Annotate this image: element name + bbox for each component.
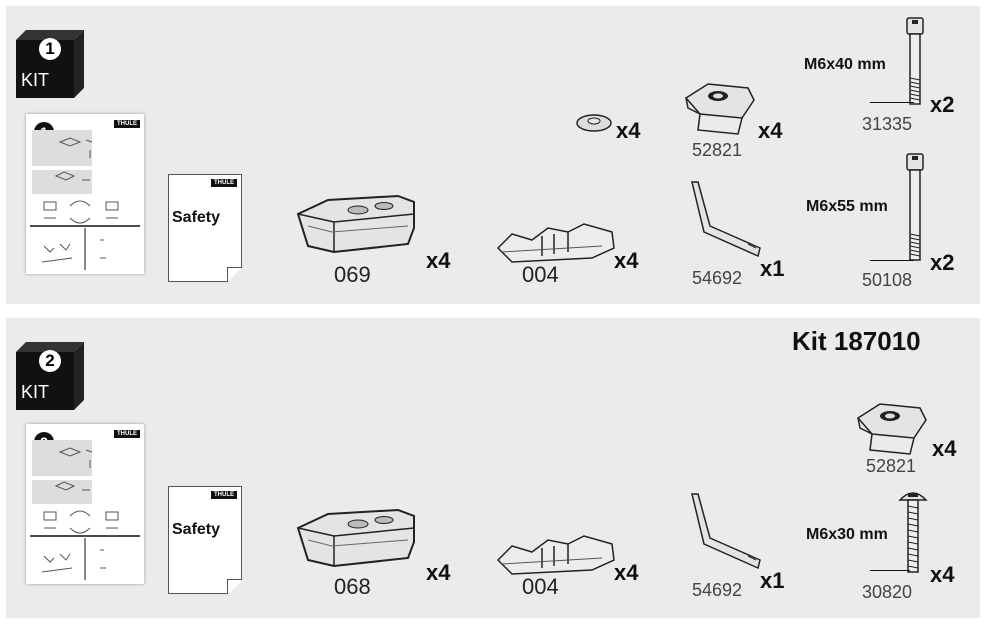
thule-logo: THULE <box>114 120 140 128</box>
kit-label: KIT <box>21 382 50 402</box>
thule-logo: THULE <box>211 491 237 499</box>
thule-logo: THULE <box>114 430 140 438</box>
instruction-booklet: 2 THULE <box>26 424 144 584</box>
bolt-m6x30-icon <box>898 492 928 573</box>
clip-nut-52821-icon <box>856 403 927 455</box>
kit-number: 2 <box>39 350 61 372</box>
allen-key-icon <box>691 181 761 258</box>
part-qty-004: x4 <box>614 248 639 273</box>
part-qty-54692: x1 <box>760 568 785 593</box>
leader-line <box>870 570 910 571</box>
washer-icon <box>576 114 612 132</box>
part-code-069: 069 <box>334 262 371 287</box>
page-curl-icon <box>227 579 242 594</box>
safety-label: Safety <box>172 209 221 226</box>
part-code-50108: 50108 <box>862 270 913 290</box>
allen-key-icon <box>691 493 761 570</box>
part-qty-washer: x4 <box>616 118 641 143</box>
bolt-dimension-50108: M6x55 mm <box>806 198 888 215</box>
safety-leaflet: THULE Safety <box>168 486 242 594</box>
part-code-004: 004 <box>522 574 559 599</box>
part-code-54692: 54692 <box>692 268 743 288</box>
bracket-004-icon <box>496 535 615 575</box>
leader-line <box>870 260 914 261</box>
leader-line <box>870 102 914 103</box>
part-qty-30820: x4 <box>930 562 955 587</box>
part-qty-31335: x2 <box>930 92 955 117</box>
part-code-30820: 30820 <box>862 582 913 602</box>
bolt-m6x40-icon <box>906 17 924 105</box>
part-code-52821: 52821 <box>866 456 917 476</box>
bolt-m6x55-icon <box>906 153 924 261</box>
bolt-dimension-30820: M6x30 mm <box>806 526 888 543</box>
foot-pad-068-icon <box>296 508 415 568</box>
safety-leaflet: THULE Safety <box>168 174 242 282</box>
booklet-diagram-icon <box>30 130 140 270</box>
kit-label: KIT <box>21 70 50 90</box>
clip-nut-52821-icon <box>684 83 755 135</box>
part-qty-52821: x4 <box>758 118 783 143</box>
thule-logo: THULE <box>211 179 237 187</box>
part-code-52821: 52821 <box>692 140 743 160</box>
kit-1-badge: 1 KIT <box>16 30 84 98</box>
instruction-booklet: 1 THULE <box>26 114 144 274</box>
part-code-004: 004 <box>522 262 559 287</box>
bolt-dimension-31335: M6x40 mm <box>804 56 886 73</box>
kit-number: 1 <box>39 38 61 60</box>
part-qty-069: x4 <box>426 248 451 273</box>
part-qty-52821: x4 <box>932 436 957 461</box>
safety-label: Safety <box>172 521 221 538</box>
booklet-diagram-icon <box>30 440 140 580</box>
part-qty-068: x4 <box>426 560 451 585</box>
part-code-31335: 31335 <box>862 114 913 134</box>
page-curl-icon <box>227 267 242 282</box>
part-qty-50108: x2 <box>930 250 955 275</box>
kit-title: Kit 187010 <box>792 326 921 356</box>
bracket-004-icon <box>496 223 615 263</box>
part-code-068: 068 <box>334 574 371 599</box>
kit-2-panel: Kit 187010 2 KIT 2 THULE <box>6 318 980 618</box>
part-code-54692: 54692 <box>692 580 743 600</box>
kit-2-badge: 2 KIT <box>16 342 84 410</box>
part-qty-54692: x1 <box>760 256 785 281</box>
part-qty-004: x4 <box>614 560 639 585</box>
kit-1-panel: 1 KIT 1 THULE THULE Safety <box>6 6 980 304</box>
foot-pad-069-icon <box>296 194 415 254</box>
